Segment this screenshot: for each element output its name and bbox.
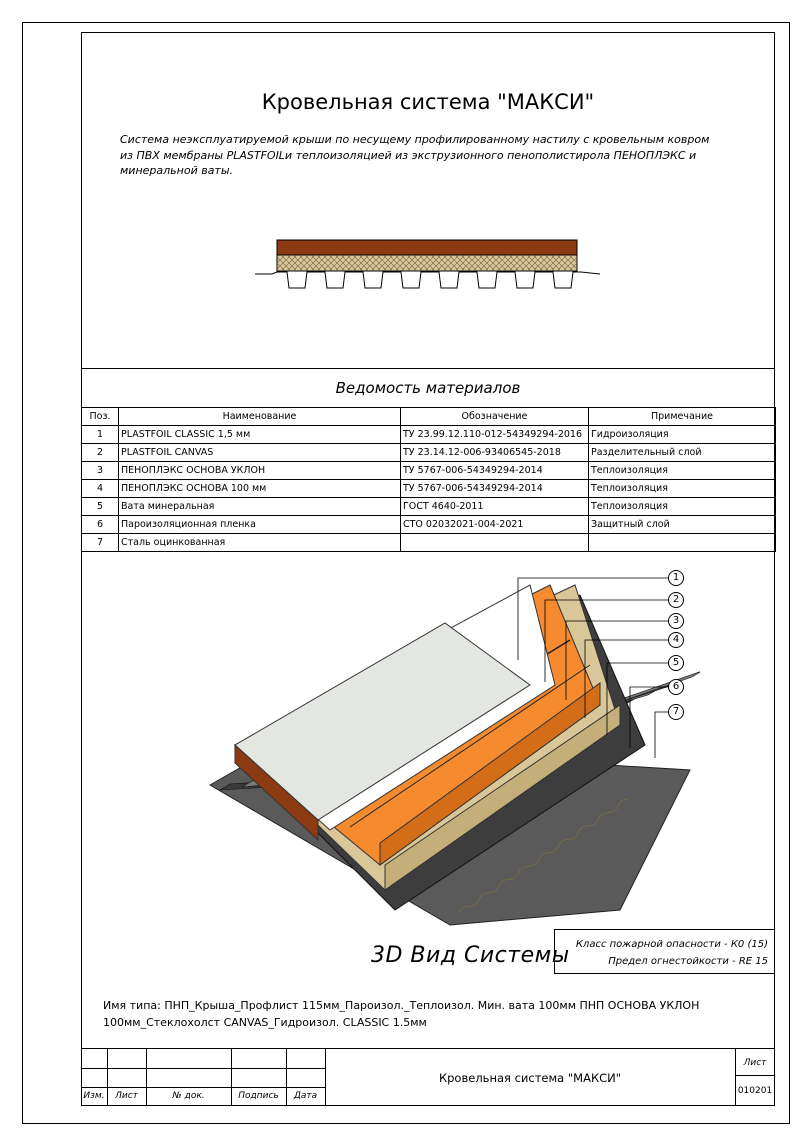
leader-line-2 (544, 599, 668, 682)
stamp-doc-no: № док. (172, 1091, 205, 1101)
row-note: Защитный слой (588, 515, 776, 534)
system-description: Система неэксплуатируемой крыши по несущ… (120, 133, 710, 177)
row-name: PLASTFOIL CLASSIC 1,5 мм (118, 425, 401, 444)
membrane-top-layer (234, 622, 531, 842)
row-pos: 4 (81, 479, 119, 498)
roof-3d-illustration (209, 577, 700, 926)
row-note: Теплоизоляция (588, 479, 776, 498)
view-title: 3D Вид Системы (371, 943, 570, 968)
callout-3: 3 (668, 613, 684, 629)
callout-1: 1 (668, 570, 684, 586)
stamp-sign: Подпись (238, 1091, 279, 1101)
outer-border (22, 22, 790, 1124)
stamp-sheet-line (735, 1075, 775, 1076)
callout-7: 7 (668, 704, 684, 720)
stamp-col-line (286, 1048, 287, 1106)
table-header: Поз. Наименование Обозначение Примечание (81, 407, 776, 426)
row-name: PLASTFOIL CANVAS (118, 443, 401, 462)
col-note: Примечание (588, 407, 776, 426)
col-code: Обозначение (400, 407, 589, 426)
drawing-frame (81, 32, 775, 1106)
row-code: ТУ 5767-006-54349294-2014 (400, 461, 589, 480)
fire-class: Класс пожарной опасности - К0 (15) (575, 939, 768, 950)
leader-line-4 (584, 639, 668, 718)
cross-section-illustration (255, 239, 601, 289)
col-pos: Поз. (81, 407, 119, 426)
row-pos: 1 (81, 425, 119, 444)
row-code: ГОСТ 4640-2011 (400, 497, 589, 516)
type-name: Имя типа: ПНП_Крыша_Профлист 115мм_Парои… (103, 999, 700, 1029)
fire-rating-box: Класс пожарной опасности - К0 (15) Преде… (554, 929, 775, 974)
leader-line-3 (565, 620, 668, 700)
stamp-col-line (231, 1048, 232, 1106)
row-note: Теплоизоляция (588, 497, 776, 516)
row-code: ТУ 5767-006-54349294-2014 (400, 479, 589, 498)
stamp-col-line (735, 1048, 736, 1106)
callout-leaders (517, 577, 668, 758)
leader-line-6 (629, 686, 668, 748)
row-code: ТУ 23.14.12-006-93406545-2018 (400, 443, 589, 462)
leader-line-1 (517, 577, 668, 660)
row-name: Вата минеральная (118, 497, 401, 516)
stamp-col-line (107, 1048, 108, 1106)
row-pos: 7 (81, 533, 119, 552)
row-name: Пароизоляционная пленка (118, 515, 401, 534)
materials-title: Ведомость материалов (335, 379, 521, 397)
leader-line-5 (606, 662, 668, 735)
row-code: ТУ 23.99.12.110-012-54349294-2016 (400, 425, 589, 444)
stamp-col-line (325, 1048, 326, 1106)
stamp-sheet-code: 010201 (737, 1086, 773, 1096)
stamp-doc-name: Кровельная система "МАКСИ" (438, 1071, 622, 1085)
membrane-layer (276, 239, 578, 256)
stamp-izm: Изм. (83, 1091, 105, 1101)
row-note: Разделительный слой (588, 443, 776, 462)
row-note: Теплоизоляция (588, 461, 776, 480)
row-code (400, 533, 589, 552)
row-name: ПЕНОПЛЭКС ОСНОВА 100 мм (118, 479, 401, 498)
row-name: ПЕНОПЛЭКС ОСНОВА УКЛОН (118, 461, 401, 480)
stamp-col-line (146, 1048, 147, 1106)
callout-6: 6 (668, 679, 684, 695)
callout-2: 2 (668, 592, 684, 608)
row-pos: 5 (81, 497, 119, 516)
materials-table: Поз. Наименование Обозначение Примечание… (81, 407, 776, 552)
stamp-list: Лист (115, 1091, 138, 1101)
callout-5: 5 (668, 655, 684, 671)
row-pos: 3 (81, 461, 119, 480)
stamp-date: Дата (293, 1091, 318, 1101)
row-note: Гидроизоляция (588, 425, 776, 444)
leader-line-7 (654, 711, 668, 758)
row-code: СТО 02032021-004-2021 (400, 515, 589, 534)
row-pos: 6 (81, 515, 119, 534)
row-pos: 2 (81, 443, 119, 462)
col-name: Наименование (118, 407, 401, 426)
insulation-hatch (277, 255, 577, 271)
stamp-row-line (81, 1087, 325, 1088)
fire-limit: Предел огнестойкости - RE 15 (608, 956, 768, 967)
callout-4: 4 (668, 632, 684, 648)
section-divider (81, 368, 775, 369)
stamp-row-line (81, 1068, 325, 1069)
stamp-top-line (81, 1048, 775, 1049)
row-name: Сталь оцинкованная (118, 533, 401, 552)
deck-profile (255, 271, 601, 289)
page-title: Кровельная система "МАКСИ" (261, 90, 595, 114)
row-note (588, 533, 776, 552)
stamp-sheet-label: Лист (743, 1058, 767, 1068)
